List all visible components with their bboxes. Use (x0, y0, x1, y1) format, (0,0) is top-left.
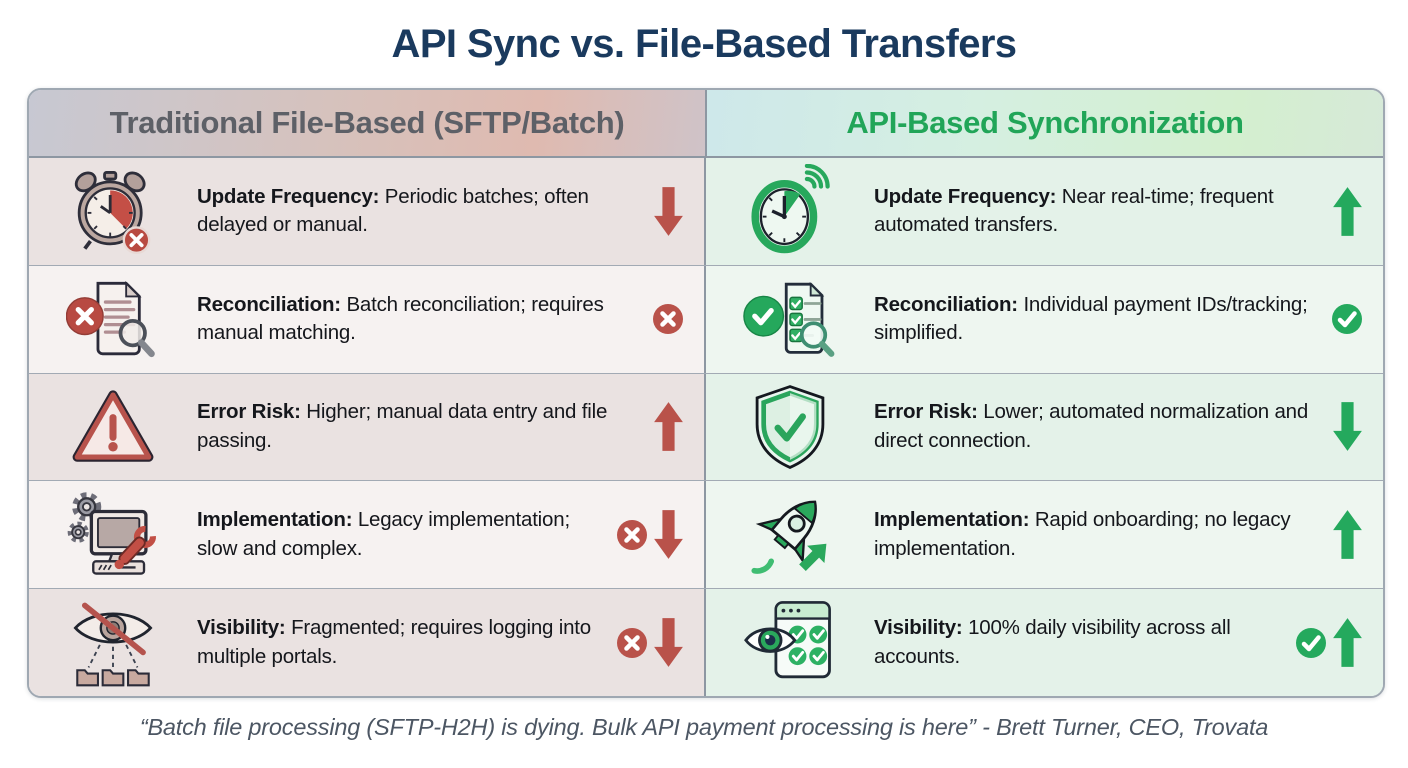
quote: “Batch file processing (SFTP-H2H) is dyi… (139, 714, 1269, 740)
cell-indicators (1331, 303, 1383, 335)
cell-indicators (1332, 184, 1383, 239)
table-row: Error Risk: Higher; manual data entry an… (29, 373, 1383, 482)
cell-text: Error Risk: Higher; manual data entry an… (197, 400, 608, 452)
column-header-file-based: Traditional File-Based (SFTP/Batch) (29, 90, 707, 156)
column-header-api-based: API-Based Synchronization (707, 90, 1383, 156)
page-title: API Sync vs. File-Based Transfers (391, 22, 1018, 66)
arrow-up-icon (1333, 618, 1362, 667)
table-row: Update Frequency: Periodic batches; ofte… (29, 158, 1383, 266)
x-badge-icon (617, 519, 647, 550)
comparison-table: Traditional File-Based (SFTP/Batch) API-… (27, 88, 1385, 698)
alarm-clock-error-icon (29, 164, 197, 258)
cell-indicators (653, 184, 704, 239)
cell-text: Update Frequency: Near real-time; freque… (874, 184, 1274, 237)
table-row: Visibility: Fragmented; requires logging… (29, 589, 1383, 696)
cell-indicators (1332, 399, 1383, 454)
cell-file-error-risk: Error Risk: Higher; manual data entry an… (29, 373, 706, 481)
cell-text: Error Risk: Lower; automated normalizati… (874, 400, 1309, 452)
cell-api-visibility: Visibility: 100% daily visibility across… (706, 589, 1383, 696)
cell-api-implementation: Implementation: Rapid onboarding; no leg… (706, 481, 1383, 589)
cell-text: Reconciliation: Batch reconciliation; re… (197, 292, 604, 345)
cell-file-reconciliation: Reconciliation: Batch reconciliation; re… (29, 265, 706, 373)
x-badge-icon (653, 304, 683, 335)
arrow-up-icon (1333, 187, 1362, 236)
warning-triangle-icon (29, 380, 197, 474)
cell-indicators (1295, 615, 1383, 670)
cell-api-error-risk: Error Risk: Lower; automated normalizati… (706, 373, 1383, 481)
table-row: Implementation: Legacy implementation; s… (29, 481, 1383, 590)
cell-text: Visibility: 100% daily visibility across… (874, 615, 1231, 668)
arrow-down-icon (654, 510, 683, 560)
cell-text: Visibility: Fragmented; requires logging… (197, 615, 592, 668)
document-error-magnifier-icon (29, 272, 197, 366)
cell-indicators (616, 507, 704, 562)
arrow-up-icon (1333, 510, 1362, 560)
cell-indicators (616, 615, 704, 670)
cell-indicators (1332, 507, 1383, 562)
realtime-clock-signal-icon (706, 164, 874, 258)
cell-text: Update Frequency: Periodic batches; ofte… (197, 184, 589, 237)
table-row: Reconciliation: Batch reconciliation; re… (29, 265, 1383, 374)
eye-dashboard-checks-icon (706, 596, 874, 690)
check-badge-icon (1332, 304, 1362, 335)
arrow-down-icon (654, 187, 683, 236)
cell-indicators (652, 303, 704, 335)
arrow-down-icon (1333, 402, 1362, 452)
cell-indicators (653, 399, 704, 454)
table-header-row: Traditional File-Based (SFTP/Batch) API-… (29, 90, 1383, 158)
checklist-magnifier-icon (706, 272, 874, 366)
legacy-computer-wrench-icon (29, 488, 197, 582)
cell-file-update-frequency: Update Frequency: Periodic batches; ofte… (29, 158, 706, 265)
cell-file-implementation: Implementation: Legacy implementation; s… (29, 481, 706, 589)
cell-file-visibility: Visibility: Fragmented; requires logging… (29, 589, 706, 696)
arrow-up-icon (654, 402, 683, 452)
arrow-down-icon (654, 618, 683, 667)
table-body: Update Frequency: Periodic batches; ofte… (29, 158, 1383, 696)
shield-check-icon (706, 380, 874, 474)
rocket-launch-icon (706, 488, 874, 582)
cell-api-reconciliation: Reconciliation: Individual payment IDs/t… (706, 265, 1383, 373)
cell-text: Implementation: Rapid onboarding; no leg… (874, 508, 1291, 560)
cell-text: Implementation: Legacy implementation; s… (197, 508, 570, 560)
x-badge-icon (617, 627, 647, 658)
hidden-eye-folders-icon (29, 596, 197, 690)
cell-text: Reconciliation: Individual payment IDs/t… (874, 292, 1308, 345)
cell-api-update-frequency: Update Frequency: Near real-time; freque… (706, 158, 1383, 265)
check-badge-icon (1296, 627, 1326, 658)
